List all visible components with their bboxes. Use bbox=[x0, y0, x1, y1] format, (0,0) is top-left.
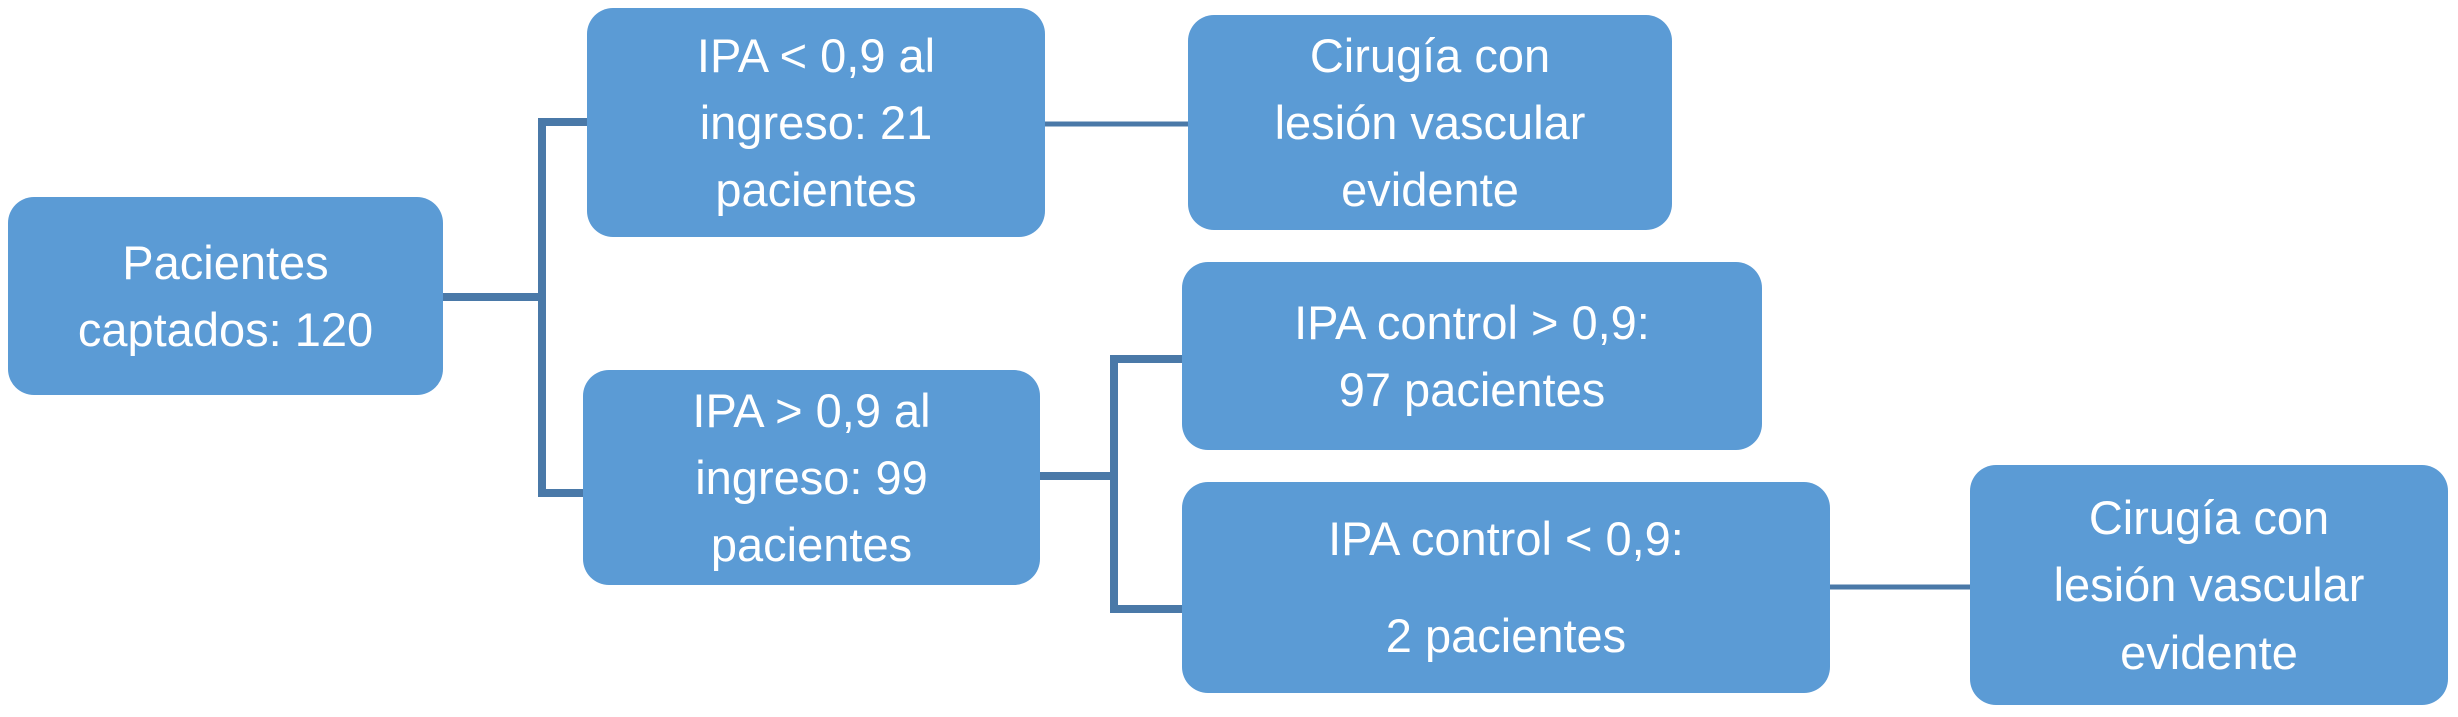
node-cirugia-lesion-vascular-2: Cirugía con lesión vascular evidente bbox=[1970, 465, 2448, 705]
node-cirugia-lesion-vascular-1: Cirugía con lesión vascular evidente bbox=[1188, 15, 1672, 230]
node-ipa-control-menor-09: IPA control < 0,9: 2 pacientes bbox=[1182, 482, 1830, 693]
node-ipa-menor-09-ingreso: IPA < 0,9 al ingreso: 21 pacientes bbox=[587, 8, 1045, 237]
connector-pacientes-branches bbox=[538, 118, 587, 497]
node-ipa-control-mayor-09: IPA control > 0,9: 97 pacientes bbox=[1182, 262, 1762, 450]
node-pacientes-captados: Pacientes captados: 120 bbox=[8, 197, 443, 395]
node-ipa-mayor-09-ingreso: IPA > 0,9 al ingreso: 99 pacientes bbox=[583, 370, 1040, 585]
connector-ipa-mayor-branches bbox=[1110, 355, 1182, 613]
